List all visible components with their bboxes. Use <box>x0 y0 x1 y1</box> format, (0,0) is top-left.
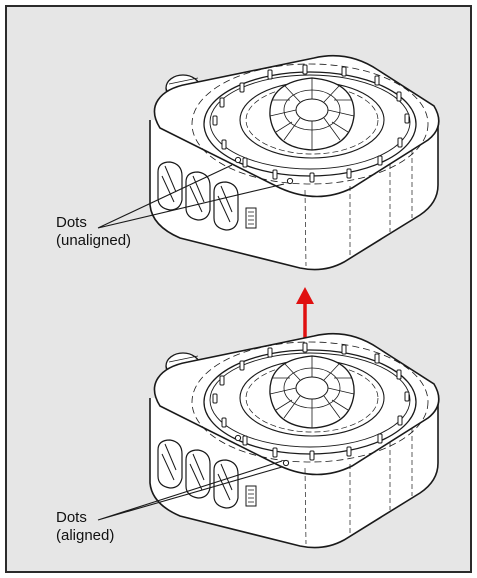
callout-aligned-line2: (aligned) <box>56 527 115 544</box>
callout-unaligned-line2: (unaligned) <box>56 232 132 249</box>
callout-unaligned-line1: Dots <box>56 214 87 231</box>
sensor-aligned <box>149 332 440 549</box>
callout-aligned: Dots (aligned) <box>56 509 114 545</box>
callout-unaligned: Dots (unaligned) <box>56 214 131 250</box>
body-dot-aligned <box>282 459 290 467</box>
callout-aligned-line1: Dots <box>56 509 87 526</box>
sensor-unaligned <box>97 54 440 271</box>
leader-lines-top <box>97 164 285 229</box>
leader-lines-bottom <box>97 460 283 521</box>
body-dot-unaligned <box>286 177 294 185</box>
